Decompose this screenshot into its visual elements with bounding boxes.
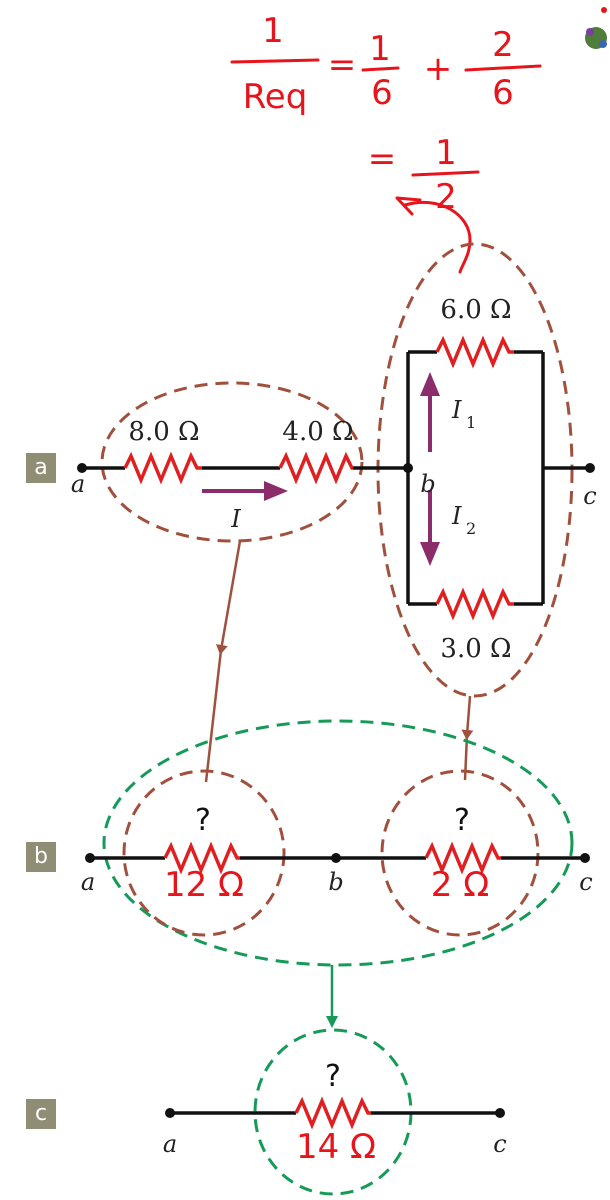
resistor-left-equivalent [163, 841, 240, 875]
series-group-outline [100, 381, 364, 543]
arrow-to-parallel-group [403, 200, 472, 274]
label-b-node-a: a [81, 868, 95, 896]
eq-t1-fraction-bar [361, 66, 400, 72]
reduce-series-arrow [215, 540, 242, 655]
panel-a-circuit: 8.0 Ω 4.0 Ω 6.0 Ω 3.0 Ω a b c I I 1 I 2 [71, 242, 597, 698]
eq-t2-fraction-bar [464, 64, 542, 72]
label-3-ohm: 3.0 Ω [440, 634, 511, 664]
eq-den: Req [243, 77, 308, 117]
panel-b-badge: b [26, 842, 56, 872]
resistor-equivalent [294, 1096, 371, 1130]
eq-t2-num: 2 [492, 25, 514, 65]
current-i2-arrowhead [420, 542, 440, 566]
eq2-fraction-bar [411, 170, 480, 177]
label-4-ohm: 4.0 Ω [282, 417, 353, 447]
eq2-equals: = [368, 139, 397, 179]
unknown-left: ? [195, 803, 211, 838]
current-i1-arrowhead [420, 372, 440, 396]
resistor-4-ohm [278, 451, 354, 485]
parallel-group-outline [376, 242, 574, 698]
eq2-den: 2 [435, 177, 457, 217]
arrow-head [395, 196, 422, 216]
label-current-i2-sub: 2 [466, 519, 476, 538]
handwritten-right-value: 2 Ω [431, 865, 489, 905]
resistor-8-ohm [123, 451, 202, 485]
eq-t1-num: 1 [369, 29, 391, 69]
current-i-arrowhead [264, 481, 288, 501]
handwritten-equation [230, 58, 542, 274]
panel-a-badge: a [26, 453, 56, 483]
eq-main-fraction-bar [230, 58, 320, 64]
label-node-b: b [420, 470, 435, 498]
handwritten-total-value: 14 Ω [296, 1127, 376, 1167]
reduce-series-arrow-tail [204, 649, 223, 783]
node-b-c-dot [580, 853, 590, 863]
node-c-c-dot [495, 1108, 505, 1118]
eq-num: 1 [262, 11, 284, 51]
resistor-right-equivalent [424, 841, 501, 875]
resistor-6-ohm [435, 335, 514, 369]
eq2-num: 1 [435, 133, 457, 173]
panel-c-circuit: ? a c 14 Ω [163, 1028, 507, 1196]
node-b-dot [403, 463, 413, 473]
handwritten-equation-text: 1 Req = 1 6 + 2 6 = 1 2 [243, 11, 514, 217]
label-node-a: a [71, 470, 85, 498]
node-a-dot [77, 463, 87, 473]
left-equivalent-outline [122, 769, 286, 937]
eq-equals: = [328, 45, 357, 85]
label-6-ohm: 6.0 Ω [440, 295, 511, 325]
label-current-i1-sub: 1 [466, 413, 476, 432]
corner-sticker-icon [585, 7, 607, 49]
node-b-a-dot [85, 853, 95, 863]
total-group-outline [102, 719, 574, 967]
label-current-i1: I [451, 396, 462, 424]
node-c-dot [585, 463, 595, 473]
node-c-a-dot [165, 1108, 175, 1118]
right-equivalent-outline [380, 769, 540, 937]
eq-plus: + [424, 49, 453, 89]
label-c-node-a: a [163, 1130, 177, 1158]
label-8-ohm: 8.0 Ω [128, 417, 199, 447]
label-current-i2: I [451, 502, 462, 530]
label-c-node-c: c [493, 1130, 506, 1158]
unknown-total: ? [325, 1059, 341, 1094]
resistor-3-ohm [435, 587, 514, 621]
panel-c-badge: c [26, 1099, 56, 1129]
label-node-c: c [583, 482, 596, 510]
label-current-i: I [230, 505, 241, 533]
unknown-right: ? [454, 803, 470, 838]
eq-t1-den: 6 [371, 73, 393, 113]
node-b-b-dot [331, 853, 341, 863]
label-b-node-b: b [328, 868, 343, 896]
panel-b-circuit: ? ? a b c 12 Ω 2 Ω [81, 719, 593, 967]
handwritten-left-value: 12 Ω [164, 865, 244, 905]
label-b-node-c: c [579, 868, 592, 896]
eq-t2-den: 6 [492, 73, 514, 113]
reduce-parallel-arrow [461, 695, 474, 740]
